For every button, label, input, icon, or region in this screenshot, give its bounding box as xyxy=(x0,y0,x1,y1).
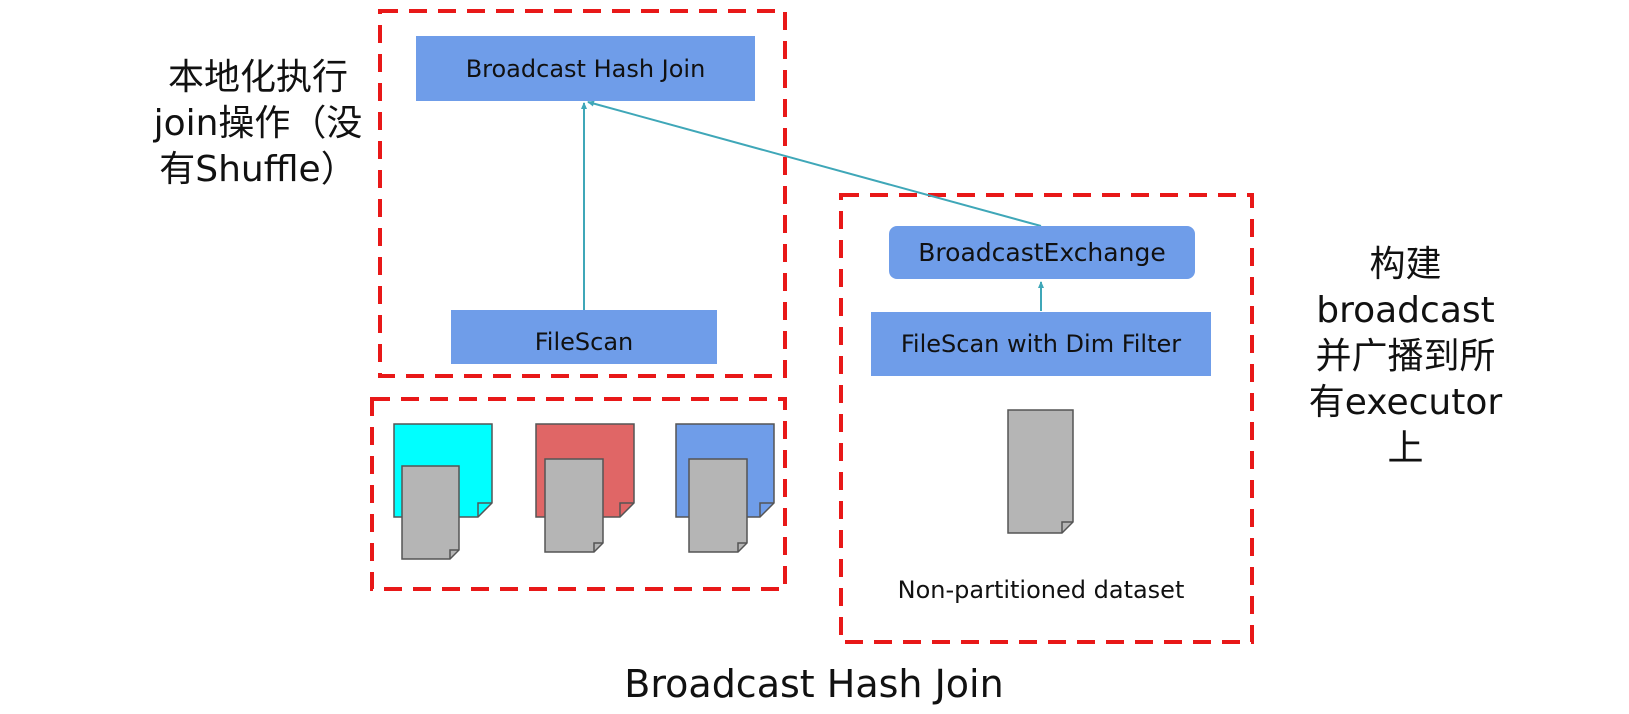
dataset-label: Non-partitioned dataset xyxy=(897,576,1185,604)
filescan-dim-filter-node: FileScan with Dim Filter xyxy=(871,312,1211,376)
broadcast-exchange-node: BroadcastExchange xyxy=(889,226,1195,279)
dataset-document-icon xyxy=(1007,409,1074,534)
right-annotation-line: 有executor xyxy=(1308,382,1503,423)
right-annotation-line: 构建 xyxy=(1369,244,1442,285)
left-annotation: 本地化执行 join操作（没 有Shuffle） xyxy=(108,55,408,193)
partitions-border xyxy=(370,397,787,591)
exchange-to-join-arrow xyxy=(587,100,1042,227)
right-annotation: 构建 broadcast 并广播到所 有executor 上 xyxy=(1268,242,1543,472)
left-annotation-line: 本地化执行 xyxy=(167,57,348,98)
join-stage-border xyxy=(378,9,787,378)
right-annotation-line: broadcast xyxy=(1316,290,1495,331)
broadcast-hash-join-node: Broadcast Hash Join xyxy=(416,36,755,101)
left-annotation-line: join操作（没 xyxy=(153,103,363,144)
partition-3-icon xyxy=(675,423,775,553)
left-annotation-line: 有Shuffle） xyxy=(159,149,357,190)
diagram-title: Broadcast Hash Join xyxy=(624,662,1004,706)
right-annotation-line: 上 xyxy=(1387,428,1424,469)
right-annotation-line: 并广播到所 xyxy=(1315,336,1496,377)
filescan-node: FileScan xyxy=(451,310,717,364)
partition-1-icon xyxy=(393,423,493,560)
broadcast-stage-border xyxy=(839,193,1254,644)
partition-2-icon xyxy=(535,423,635,553)
